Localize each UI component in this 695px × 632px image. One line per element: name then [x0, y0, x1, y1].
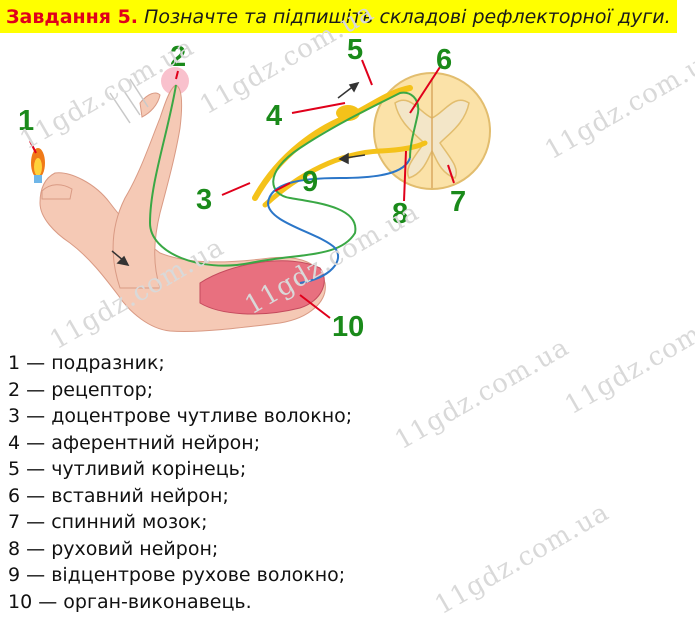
legend-item: 5 — чутливий корінець;	[8, 458, 247, 480]
task-header: Завдання 5. Позначте та підпишіть складо…	[0, 0, 677, 33]
label-9: 9	[302, 166, 318, 198]
label-7: 7	[450, 186, 466, 218]
watermark: 11gdz.com.ua	[430, 497, 615, 621]
receptor-glow	[161, 67, 189, 95]
legend-item: 7 — спинний мозок;	[8, 511, 208, 533]
direction-arrows	[111, 81, 366, 267]
legend-item: 4 — аферентний нейрон;	[8, 431, 261, 454]
label-8: 8	[392, 198, 408, 230]
legend-item: 9 — відцентрове рухове волокно;	[8, 564, 346, 586]
task-label: Завдання 5.	[6, 5, 139, 28]
flame-icon	[31, 148, 45, 183]
label-2: 2	[170, 41, 186, 73]
legend-item: 2 — рецептор;	[8, 378, 154, 401]
pointer-lines	[29, 59, 455, 319]
spinal-cord-illustration	[373, 72, 491, 190]
legend-item: 6 — вставний нейрон;	[8, 484, 229, 507]
label-6: 6	[436, 44, 452, 76]
legend-item: 10 — орган-виконавець.	[8, 590, 252, 613]
legend-item: 3 — доцентрове чутливе волокно;	[8, 405, 353, 427]
motion-lines	[109, 78, 149, 124]
muscle-illustration	[199, 260, 325, 315]
label-10: 10	[332, 311, 364, 343]
legend-list: 1 — подразник; 2 — рецептор; 3 — доцентр…	[8, 350, 352, 615]
legend-item: 8 — руховий нейрон;	[8, 537, 219, 560]
label-4: 4	[266, 100, 282, 132]
label-1: 1	[18, 105, 34, 137]
efferent-fiber-path	[266, 157, 411, 284]
reflex-arc-figure: 1 2 3 4 5 6 7 8 9 10	[0, 33, 695, 348]
reflex-arc-illustration: 1 2 3 4 5 6 7 8 9 10	[18, 34, 491, 343]
afferent-fiber-path	[148, 84, 420, 267]
label-3: 3	[196, 184, 212, 216]
watermark: 11gdz.com.ua	[390, 332, 575, 456]
legend-item: 1 — подразник;	[8, 352, 165, 374]
task-text: Позначте та підпишіть складові рефлектор…	[144, 5, 671, 28]
label-5: 5	[347, 34, 363, 66]
